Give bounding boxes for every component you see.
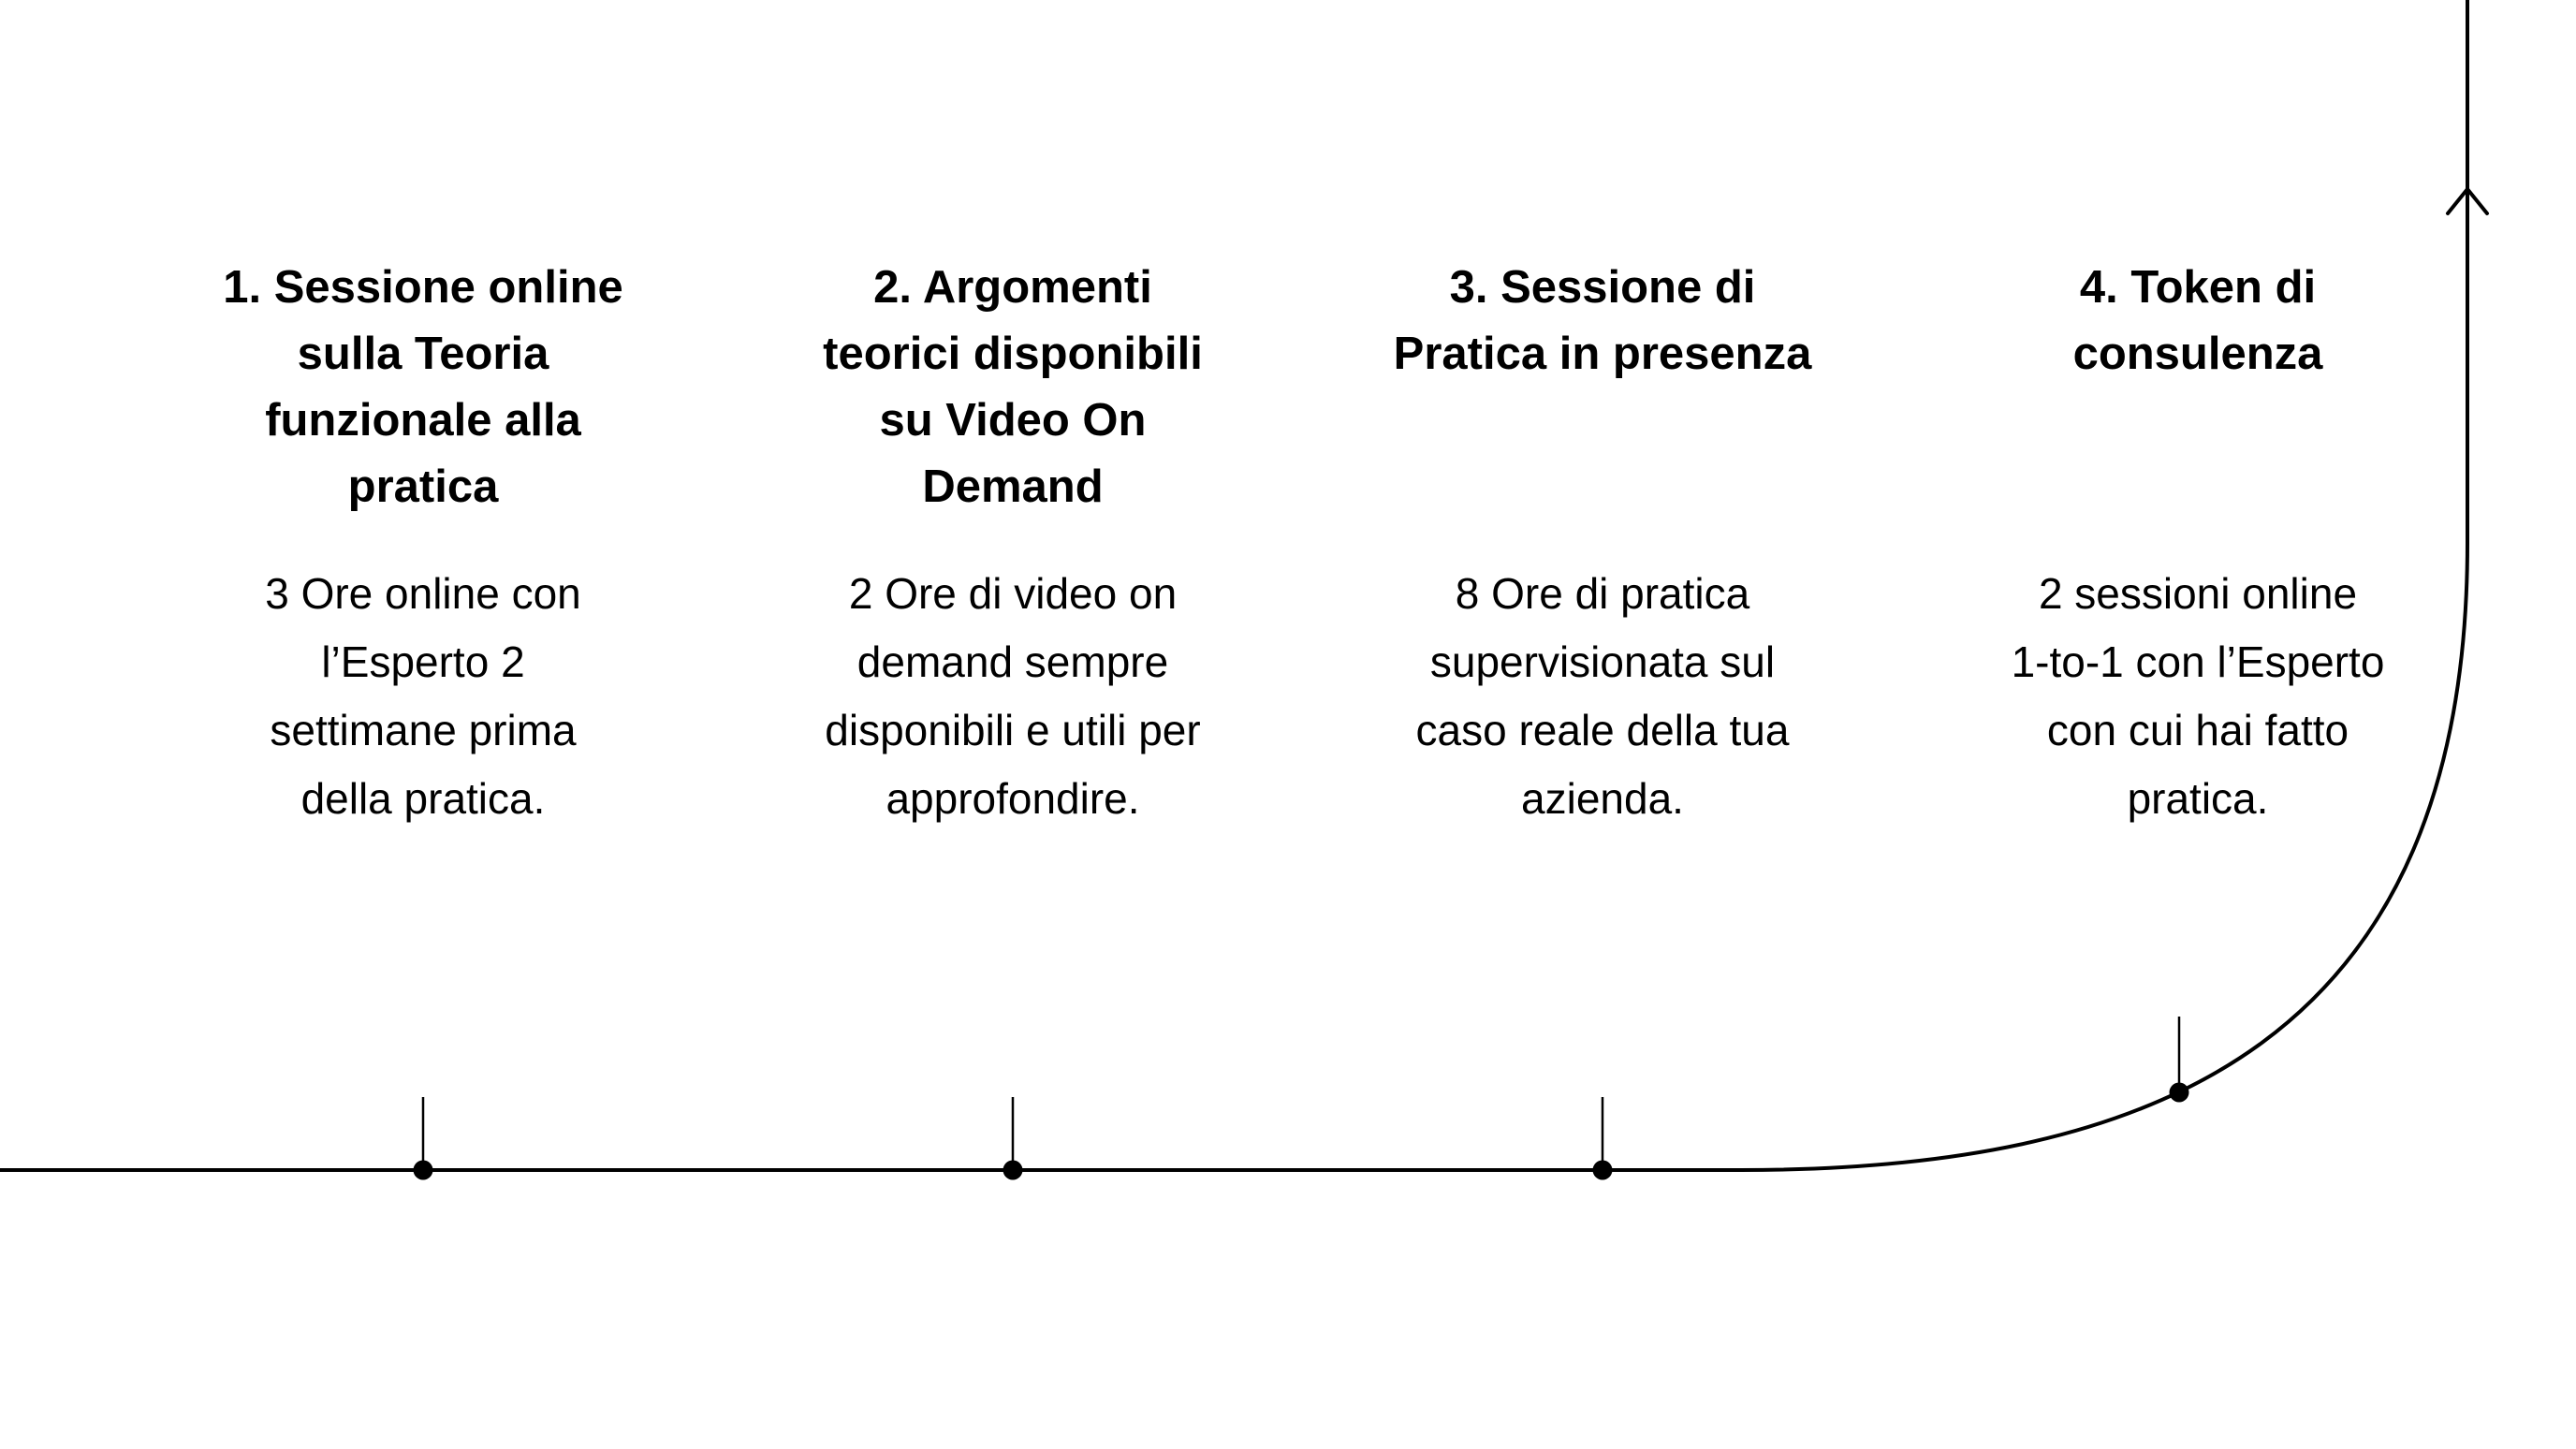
timeline-step-2: 2. Argomenti teorici disponibili su Vide… xyxy=(723,255,1303,833)
step-description: 2 sessioni online 1-to-1 con l’Esperto c… xyxy=(2011,569,2385,823)
dot-marker xyxy=(413,1160,433,1180)
arrow-up-icon xyxy=(2446,187,2489,215)
dot-marker xyxy=(1003,1160,1023,1180)
dot-marker xyxy=(2169,1082,2189,1103)
step-title: 4. Token di consulenza xyxy=(2072,262,2323,379)
step-title: 1. Sessione online sulla Teoria funziona… xyxy=(223,262,623,512)
timeline-step-3: 3. Sessione di Pratica in presenza 8 Ore… xyxy=(1312,255,1893,833)
step-title: 3. Sessione di Pratica in presenza xyxy=(1393,262,1812,379)
step-description: 8 Ore di pratica supervisionata sul caso… xyxy=(1415,569,1790,823)
step-title: 2. Argomenti teorici disponibili su Vide… xyxy=(823,262,1203,512)
dot-marker xyxy=(1592,1160,1613,1180)
timeline-path xyxy=(0,0,2469,1172)
timeline-step-1: 1. Sessione online sulla Teoria funziona… xyxy=(133,255,713,833)
step-description: 3 Ore online con l’Esperto 2 settimane p… xyxy=(265,569,581,823)
step-description: 2 Ore di video on demand sempre disponib… xyxy=(825,569,1201,823)
timeline-step-4: 4. Token di consulenza 2 sessioni online… xyxy=(1908,255,2488,833)
